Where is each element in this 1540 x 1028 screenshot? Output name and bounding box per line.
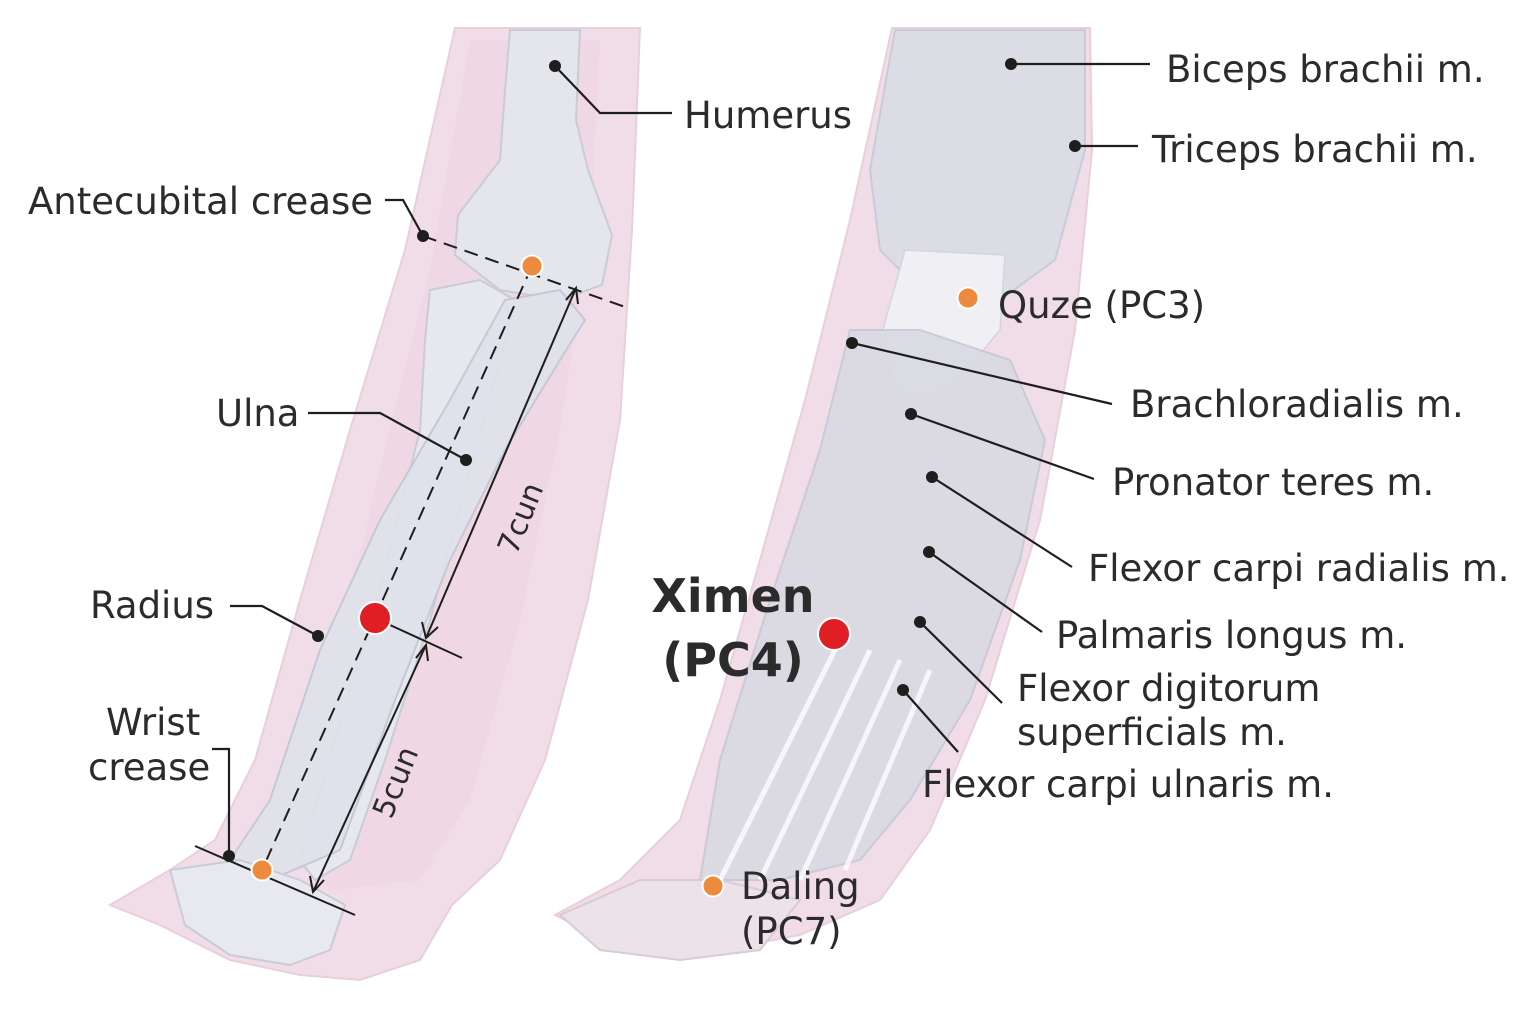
- brachioradialis-dot: [846, 337, 858, 349]
- pronator-label: Pronator teres m.: [1112, 461, 1434, 504]
- daling-label-line1: Daling: [741, 865, 860, 908]
- triceps-dot: [1069, 140, 1081, 152]
- upper-dimension-arrow-bottom: [421, 621, 439, 640]
- left-quze-point: [520, 254, 544, 278]
- radius-label: Radius: [90, 584, 214, 627]
- pronator-leader: [910, 412, 1095, 481]
- fcu-dot: [897, 684, 909, 696]
- quze-point: [956, 286, 980, 310]
- daling-label-line2: (PC7): [741, 910, 842, 953]
- biceps-label: Biceps brachii m.: [1166, 48, 1485, 91]
- lower-dimension-arrow-top: [415, 642, 429, 662]
- fcu-leader: [902, 689, 959, 753]
- triceps-label: Triceps brachii m.: [1151, 128, 1478, 171]
- fds-label-line2: superficials m.: [1017, 711, 1287, 754]
- wrist-crease-line: [194, 845, 356, 916]
- right-forearm-illustration: [552, 27, 1094, 962]
- left-measure-lines: [194, 235, 629, 916]
- humerus-dot: [549, 60, 561, 72]
- pronator-dot: [905, 408, 917, 420]
- fcr-leader: [931, 476, 1073, 568]
- upper-dimension-arrow-top: [565, 285, 579, 305]
- wrist-crease-leader: [212, 747, 231, 856]
- antecubital-label: Antecubital crease: [28, 180, 373, 223]
- wrist-crease-dot: [223, 850, 235, 862]
- palmaris-label: Palmaris longus m.: [1056, 614, 1407, 657]
- radius-dot: [312, 630, 324, 642]
- left-daling-point: [250, 858, 274, 882]
- brachioradialis-label: Brachloradialis m.: [1130, 383, 1464, 426]
- quze-label: Quze (PC3): [998, 284, 1205, 327]
- daling-point: [701, 874, 725, 898]
- fds-label-line1: Flexor digitorum: [1017, 667, 1320, 710]
- antecubital-crease-line: [422, 235, 629, 309]
- ulna-dot: [460, 454, 472, 466]
- ximen-level-line: [389, 624, 463, 659]
- wrist-crease-label-line1: Wrist: [106, 701, 200, 744]
- right-hand: [558, 879, 802, 962]
- fcr-dot: [926, 471, 938, 483]
- upper-dimension-line: [425, 287, 577, 639]
- left-forearm-illustration: [107, 27, 642, 982]
- antecubital-leader: [385, 198, 424, 237]
- brachioradialis-leader: [851, 341, 1113, 406]
- palmaris-leader: [928, 551, 1043, 633]
- humerus-leader: [554, 65, 672, 115]
- ximen-title-line2: (PC4): [662, 633, 804, 687]
- fcr-label: Flexor carpi radialis m.: [1088, 547, 1510, 590]
- antecubital-dot: [417, 230, 429, 242]
- wrist-crease-label-line2: crease: [88, 746, 210, 789]
- lower-dimension-line: [312, 644, 427, 893]
- radius-bone: [228, 288, 587, 882]
- fcu-label: Flexor carpi ulnaris m.: [922, 763, 1334, 806]
- ximen-point: [817, 617, 851, 651]
- fds-dot: [914, 616, 926, 628]
- lower-dimension-arrow-bottom: [309, 875, 325, 895]
- right-leaders: [846, 58, 1150, 753]
- left-ximen-point: [358, 601, 392, 635]
- ximen-title-line1: Ximen: [651, 569, 814, 623]
- ulna-leader: [308, 411, 467, 461]
- palmaris-dot: [923, 546, 935, 558]
- fds-leader: [919, 621, 1003, 704]
- radius-leader: [230, 604, 319, 637]
- biceps-dot: [1005, 58, 1017, 70]
- ulna-label: Ulna: [216, 392, 300, 435]
- pc-meridian-dashed-line: [261, 265, 533, 871]
- left-leaders: [212, 60, 672, 862]
- humerus-label: Humerus: [684, 94, 852, 137]
